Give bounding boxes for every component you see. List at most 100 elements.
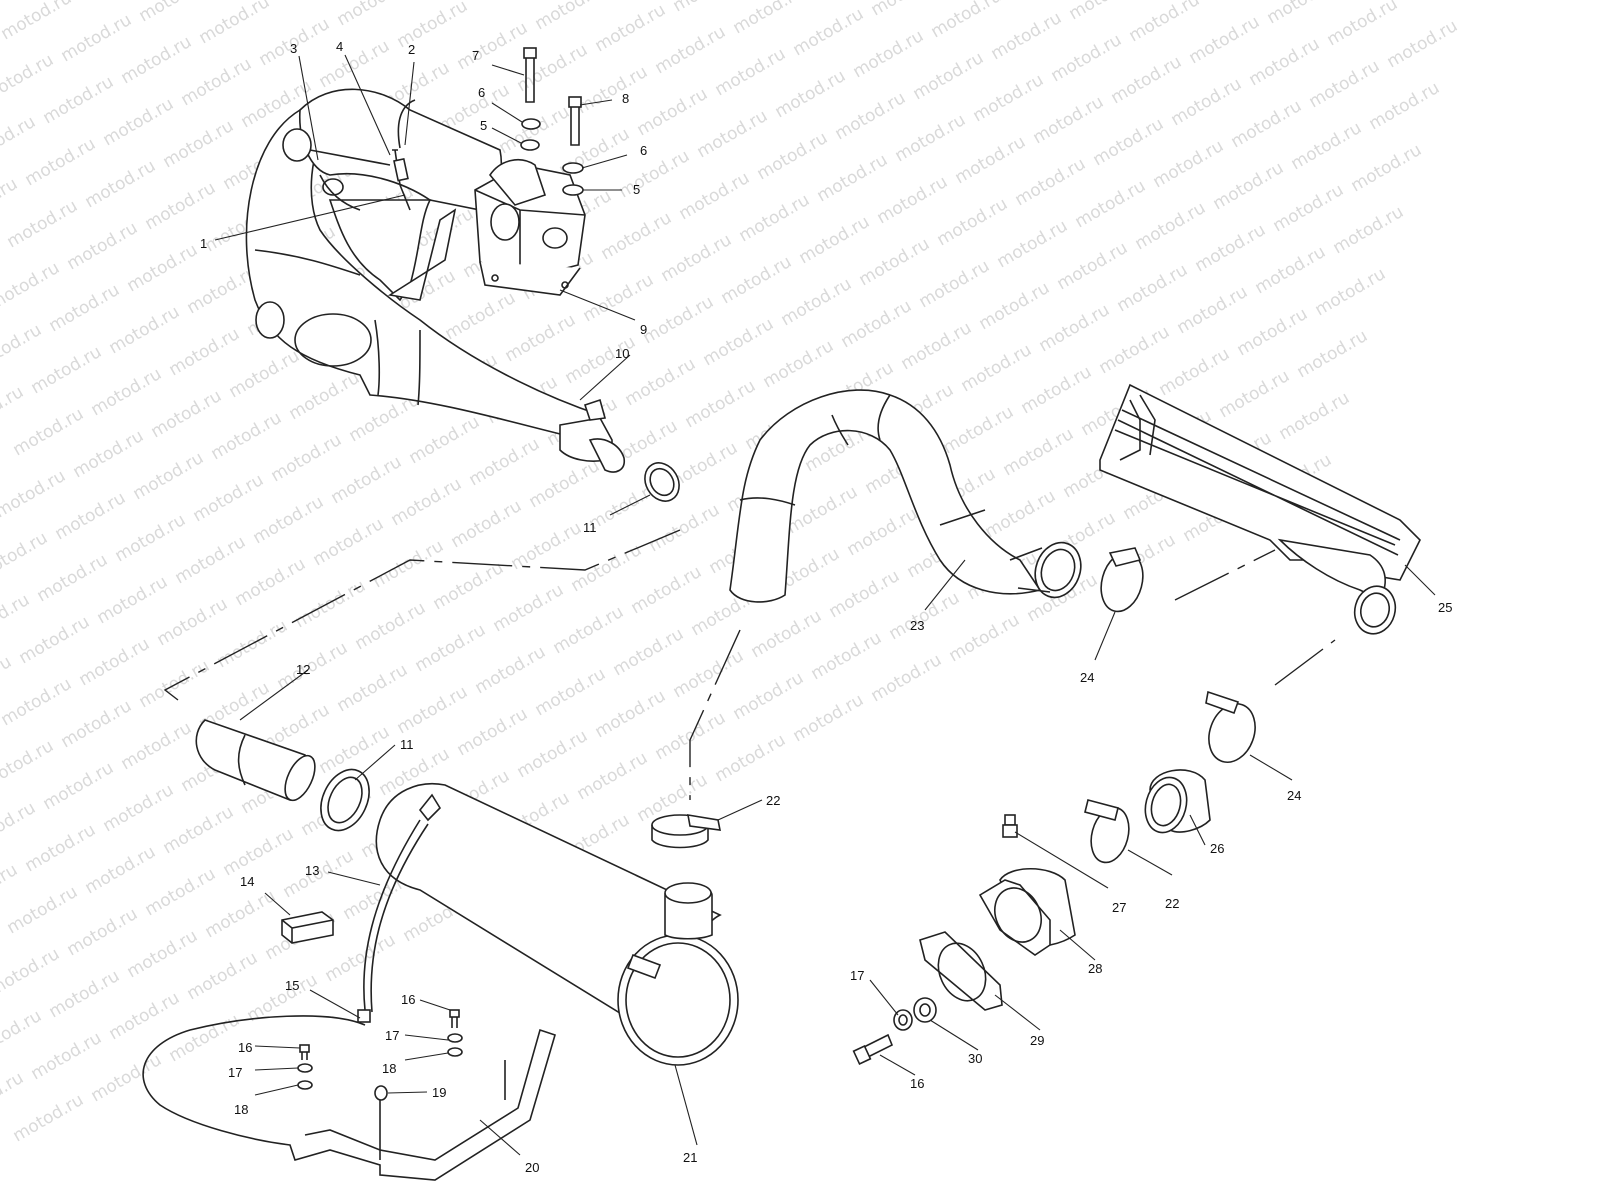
assembly-line-a [163,529,681,701]
watermark-text: motod.ru [1000,424,1078,480]
watermark-text: motod.ru [670,0,748,16]
part-label-6: 6 [478,85,485,100]
watermark-text: motod.ru [310,514,388,570]
watermark-text: motod.ru [124,240,202,296]
watermark-text: motod.ru [46,280,124,336]
watermark-text: motod.ru [1306,56,1384,112]
watermark-text: motod.ru [508,518,586,574]
watermark-text: motod.ru [0,382,27,438]
part-label-5: 5 [633,182,640,197]
part-label-22: 22 [1165,896,1179,911]
watermark-text: motod.ru [58,10,136,66]
part-label-3: 3 [290,41,297,56]
watermark-text: motod.ru [46,966,124,1022]
part-label-26: 26 [1210,841,1224,856]
watermark-text: motod.ru [0,528,51,584]
watermark-text: motod.ru [148,386,226,442]
watermark-text: motod.ru [142,864,220,920]
assembly-line-c [1174,549,1276,601]
watermark-text: motod.ru [1288,118,1366,174]
watermark-text: motod.ru [0,50,57,106]
outlet-hardware [852,997,937,1065]
watermark-text: motod.ru [10,1090,88,1146]
watermark-text: motod.ru [502,310,580,366]
part-label-20: 20 [525,1160,539,1175]
watermark-text: motod.ru [88,364,166,420]
part-number-labels: 1 2 3 4 5 5 6 6 7 8 9 10 11 11 12 13 14 … [200,39,1452,1175]
watermark-text: motod.ru [0,0,75,44]
watermark-text: motod.ru [568,540,646,596]
watermark-text: motod.ru [112,510,190,566]
watermark-text: motod.ru [94,572,172,628]
part-label-29: 29 [1030,1033,1044,1048]
watermark-text: motod.ru [328,452,406,508]
watermark-text: motod.ru [190,470,268,526]
watermark-text: motod.ru [76,634,154,690]
watermark-text: motod.ru [730,0,808,38]
watermark-text: motod.ru [34,550,112,606]
watermark-text: motod.ru [1234,304,1312,360]
part-label-2: 2 [408,42,415,57]
outlet-gasket [919,931,1003,1011]
part-label-15: 15 [285,978,299,993]
part-label-22: 22 [766,793,780,808]
clamp-outlet [1084,799,1130,864]
watermark-text: motod.ru [1072,176,1150,232]
watermark-text: motod.ru [160,116,238,172]
watermark-text: motod.ru [130,448,208,504]
watermark-text: motod.ru [550,602,628,658]
watermark-text: motod.ru [832,88,910,144]
watermark-text: motod.ru [616,146,694,202]
clamp-ring-upper [644,462,680,502]
exhaust-hose [729,389,1082,603]
watermark-text: motod.ru [1216,366,1294,422]
watermark-text: motod.ru [1018,362,1096,418]
watermark-text: motod.ru [172,532,250,588]
watermark-text: motod.ru [634,84,712,140]
watermark-text: motod.ru [868,0,946,20]
watermark-text: motod.ru [0,736,57,792]
watermark-text: motod.ru [334,660,412,716]
watermark-text: motod.ru [286,368,364,424]
watermark-text: motod.ru [1210,158,1288,214]
watermark-text: motod.ru [652,22,730,78]
watermark-text: motod.ru [1348,140,1426,196]
watermark-text: motod.ru [1036,300,1114,356]
watermark-text: motod.ru [22,134,100,190]
watermark-text: motod.ru [0,674,75,730]
watermark-text: motod.ru [0,590,33,646]
watermark-text: motod.ru [784,482,862,538]
watermark-text: motod.ru [532,0,610,34]
watermark-text: motod.ru [1096,322,1174,378]
rubber-pad [281,911,334,944]
watermark-text: motod.ru [0,320,45,376]
watermark-text: motod.ru [4,196,82,252]
watermark-text: motod.ru [670,646,748,702]
watermark-text: motod.ru [100,94,178,150]
part-label-17: 17 [385,1028,399,1043]
watermark-text: motod.ru [946,610,1024,666]
watermark-text: motod.ru [526,456,604,512]
watermark-text: motod.ru [0,652,15,708]
part-label-13: 13 [305,863,319,878]
watermark-text: motod.ru [892,110,970,166]
expansion-chamber [245,88,626,473]
watermark-text: motod.ru [0,798,39,854]
watermark-text: motod.ru [70,426,148,482]
watermark-text: motod.ru [994,216,1072,272]
part-label-10: 10 [615,346,629,361]
watermark-text: motod.ru [928,0,1006,42]
watermark-text: motod.ru [1312,264,1390,320]
hose-fitting [1002,814,1018,838]
part-label-5: 5 [480,118,487,133]
watermark-text: motod.ru [736,190,814,246]
watermark-text: motod.ru [658,230,736,286]
watermark-text: motod.ru [0,258,63,314]
watermark-text: motod.ru [856,234,934,290]
watermark-text: motod.ru [268,430,346,486]
watermark-text: motod.ru [1192,220,1270,276]
watermark-text: motod.ru [676,168,754,224]
watermark-text: motod.ru [610,624,688,680]
watermark-text: motod.ru [1186,12,1264,68]
watermark-text: motod.ru [682,376,760,432]
